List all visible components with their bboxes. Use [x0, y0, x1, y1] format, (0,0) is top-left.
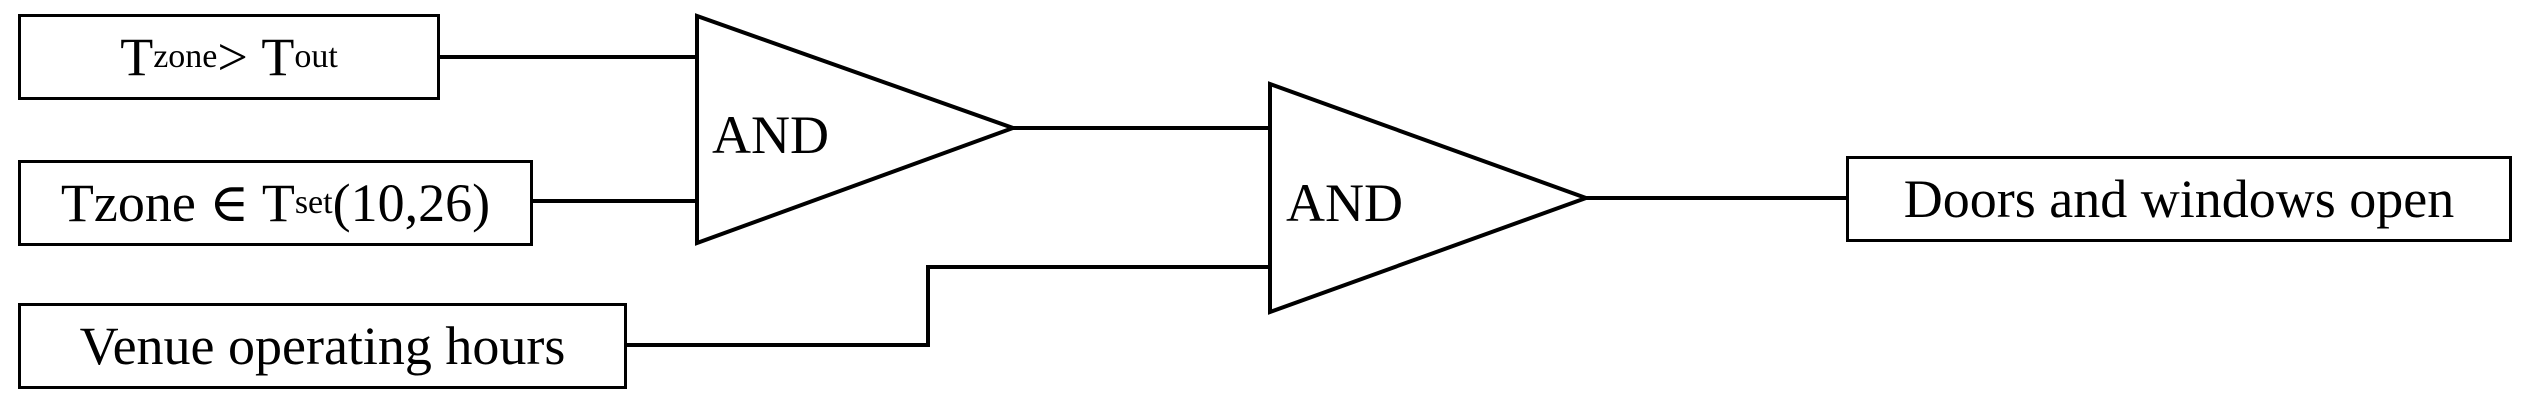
input-venue-operating-hours: Venue operating hours	[18, 303, 627, 389]
and-gate-1-label: AND	[712, 105, 829, 165]
venue-hours-label: Venue operating hours	[79, 316, 566, 376]
t-out-base: T	[261, 27, 295, 87]
and-gate-2-label: AND	[1286, 173, 1403, 233]
t-set-range: (10,26)	[332, 173, 491, 233]
t-zone-base: T	[120, 27, 154, 87]
wire-input3-to-gate2	[627, 265, 1270, 347]
output-label: Doors and windows open	[1903, 169, 2455, 229]
t-zone-in-t-set-base: Tzone ∈ T	[60, 173, 295, 233]
and-gate-2-shape	[1268, 81, 1592, 315]
greater-than-operator: >	[217, 27, 248, 87]
output-doors-windows-open: Doors and windows open	[1846, 156, 2512, 242]
and-gate-1-shape	[695, 13, 1019, 246]
